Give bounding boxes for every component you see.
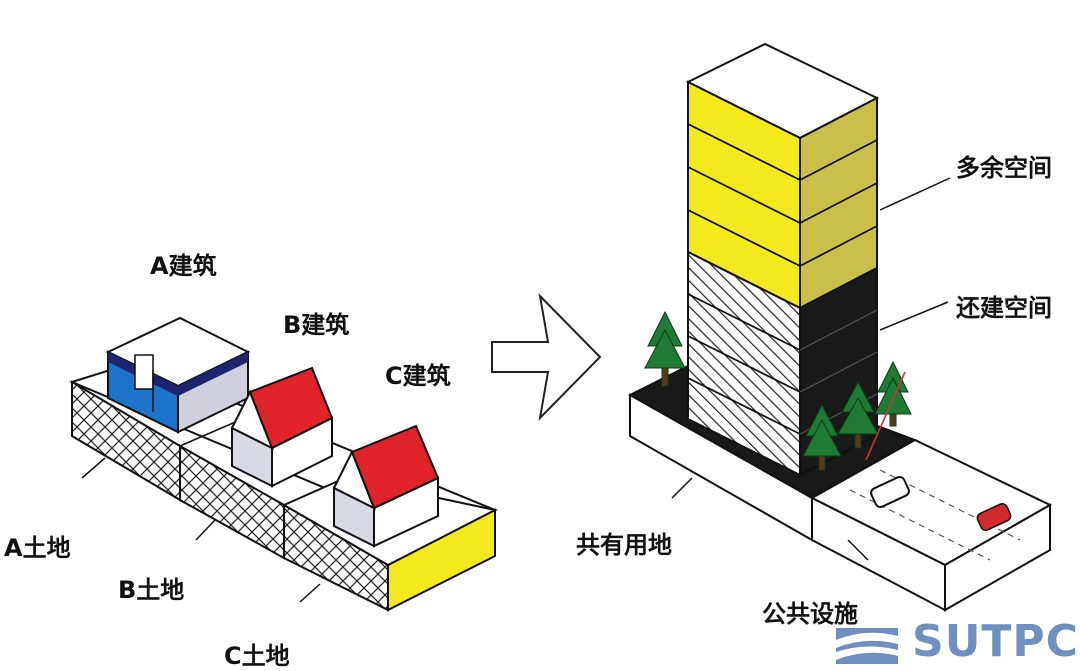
- tree-icon: [874, 360, 912, 427]
- label-land-c: C土地: [224, 642, 290, 670]
- label-resettlement-space: 还建空间: [956, 294, 1052, 322]
- label-shared-land: 共有用地: [576, 531, 672, 559]
- building-c: [332, 424, 440, 548]
- tree-icon: [644, 310, 686, 387]
- building-b: [230, 366, 334, 488]
- label-land-a: A土地: [4, 534, 71, 562]
- label-building-a: A建筑: [150, 252, 217, 280]
- car-white: [870, 475, 910, 509]
- trees: [644, 310, 912, 471]
- sutpc-logo-icon: [836, 628, 898, 664]
- public-facilities-slab: [809, 438, 1053, 612]
- label-building-b: B建筑: [283, 311, 350, 339]
- label-public-facilities: 公共设施: [762, 600, 858, 628]
- label-building-c: C建筑: [385, 362, 451, 390]
- transform-arrow: [491, 293, 602, 421]
- car-red: [976, 502, 1012, 532]
- logo-text: SUTPC: [912, 616, 1079, 667]
- tree-icon: [837, 380, 879, 449]
- label-land-b: B土地: [118, 576, 185, 604]
- tree-icon: [802, 403, 842, 471]
- label-surplus-space: 多余空间: [956, 154, 1052, 182]
